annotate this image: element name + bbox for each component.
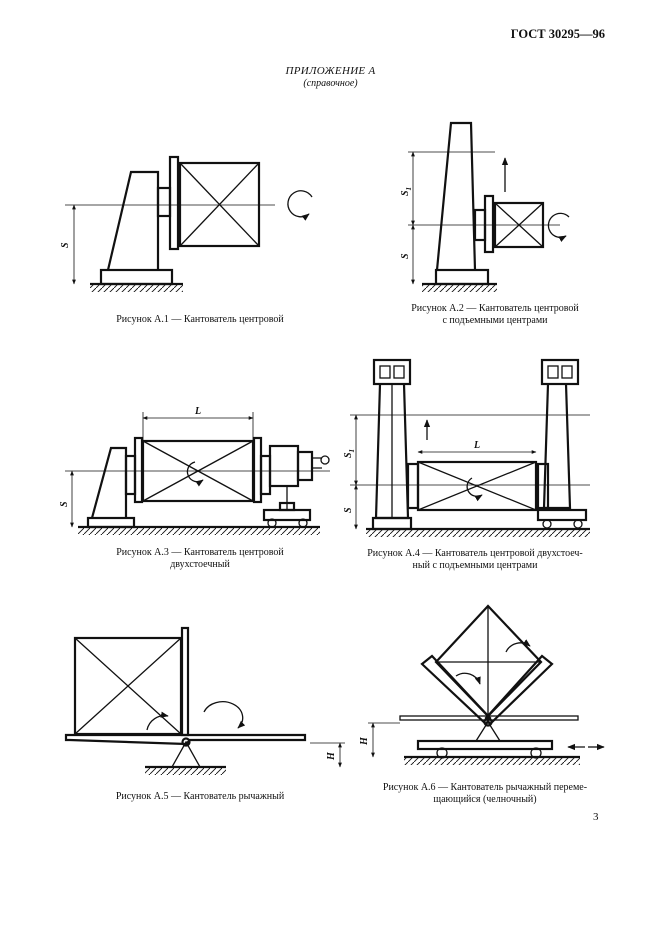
- caption-line: с подъемными центрами: [442, 315, 548, 326]
- dimension-label-s: S: [60, 242, 71, 248]
- figure-a3-caption: Рисунок А.3 — Кантователь центровой двух…: [80, 547, 320, 571]
- dimension-label-l: L: [194, 406, 201, 417]
- caption-line: Рисунок А.3 — Кантователь центровой: [116, 547, 284, 558]
- figure-a5-caption: Рисунок А.5 — Кантователь рычажный: [80, 791, 320, 803]
- caption-line: Рисунок А.6 — Кантователь рычажный перем…: [382, 782, 588, 793]
- dimension-label-s: S: [343, 507, 354, 513]
- dimension-label-s: S: [400, 253, 411, 259]
- dimension-label-l: L: [473, 440, 480, 451]
- caption-line: Рисунок А.4 — Кантователь центровой двух…: [367, 548, 583, 559]
- page-number: 3: [593, 811, 599, 823]
- caption-line: щающийся (челночный): [433, 794, 537, 805]
- figure-a4-caption: Рисунок А.4 — Кантователь центровой двух…: [340, 548, 610, 572]
- figure-a1-drawing: [65, 155, 313, 292]
- caption-text: Рисунок А.1 — Кантователь центровой: [116, 314, 284, 325]
- caption-line: ный с подъемными центрами: [412, 560, 538, 571]
- dimension-label-s: S: [59, 501, 70, 507]
- figure-a6-drawing: [368, 604, 605, 765]
- caption-text: Рисунок А.5 — Кантователь рычажный: [115, 791, 285, 802]
- dimension-label-s1: S1: [343, 449, 356, 458]
- dimension-label-s1: S1: [400, 187, 413, 196]
- figure-a6-caption: Рисунок А.6 — Кантователь рычажный перем…: [350, 782, 620, 806]
- figure-a1-caption: Рисунок А.1 — Кантователь центровой: [80, 314, 320, 326]
- figure-a3-drawing: [65, 412, 330, 535]
- caption-line: двухстоечный: [170, 559, 230, 570]
- figure-a2-caption: Рисунок А.2 — Кантователь центровой с по…: [370, 303, 620, 327]
- dimension-label-h: H: [326, 751, 337, 761]
- figure-a5-drawing: [64, 626, 345, 775]
- appendix-subtitle: (справочное): [303, 78, 358, 89]
- appendix-title: ПРИЛОЖЕНИЕ А: [285, 65, 376, 77]
- figure-a2-drawing: [408, 121, 570, 292]
- dimension-label-h: H: [359, 736, 370, 746]
- figure-a4-drawing: [350, 358, 590, 537]
- caption-line: Рисунок А.2 — Кантователь центровой: [411, 303, 579, 314]
- standard-number: ГОСТ 30295—96: [510, 27, 605, 41]
